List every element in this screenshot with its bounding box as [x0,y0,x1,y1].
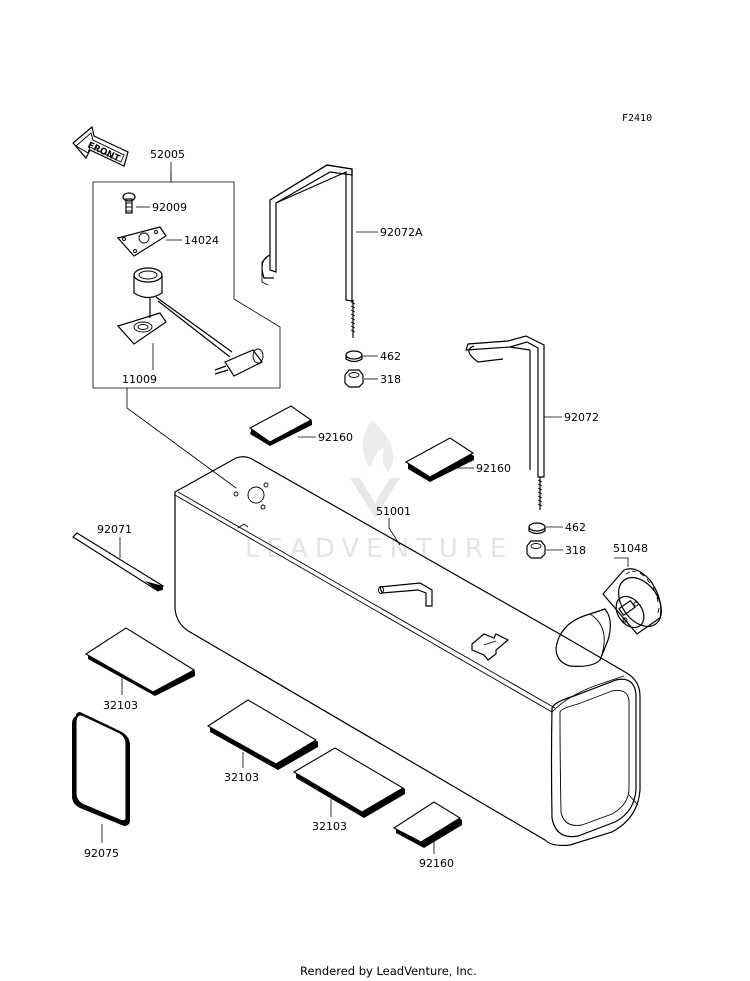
part-label-92160-upper-left: 92160 [318,431,353,444]
part-label-92160-upper-right: 92160 [476,462,511,475]
part-label-52005: 52005 [150,148,185,161]
bolt-92009 [122,192,136,214]
tank-strap-92072A [261,164,356,338]
nut-318-bottom [526,540,546,559]
fuel-cap-51048 [602,568,662,635]
part-label-462-top: 462 [380,350,401,363]
part-label-14024: 14024 [184,234,219,247]
watermark-text: LEADVENTURE [245,534,513,564]
part-label-51001: 51001 [376,505,411,518]
tank-strap-92072 [465,335,545,510]
pad-92160-upper-right [404,437,475,482]
part-label-92075: 92075 [84,847,119,860]
pad-92160-upper-left [248,405,313,446]
front-arrow-label: FRONT [86,141,122,165]
part-label-318-top: 318 [380,373,401,386]
washer-462-top [345,350,363,363]
pad-92075 [72,712,130,826]
figure-code: F2410 [622,113,652,124]
pad-32103-left [84,627,196,696]
washer-462-bottom [528,522,546,535]
part-label-11009: 11009 [122,373,157,386]
credit-text: Rendered by LeadVenture, Inc. [300,964,477,978]
part-label-92009: 92009 [152,201,187,214]
part-label-92160-bottom: 92160 [419,857,454,870]
part-label-51048: 51048 [613,542,648,555]
front-arrow-icon: FRONT [72,125,129,167]
part-label-92072A: 92072A [380,226,423,239]
part-label-32103-middle: 32103 [224,771,259,784]
pad-92160-bottom [392,801,462,848]
pad-32103-right [292,747,405,818]
strip-92071 [72,532,164,592]
nut-318-top [344,369,364,388]
part-label-92071: 92071 [97,523,132,536]
part-label-92072: 92072 [564,411,599,424]
part-label-32103-left: 32103 [103,699,138,712]
part-label-32103-right: 32103 [312,820,347,833]
fuel-gauge-assembly: 52005 92009 14024 [92,148,281,489]
fuel-sender-11009 [116,267,264,377]
part-label-462-bottom: 462 [565,521,586,534]
pad-32103-middle [206,699,318,770]
fuel-tank-51001 [174,456,641,847]
watermark-logo: LEADVENTURE [245,420,513,564]
gasket-14024 [116,226,167,257]
part-label-318-bottom: 318 [565,544,586,557]
